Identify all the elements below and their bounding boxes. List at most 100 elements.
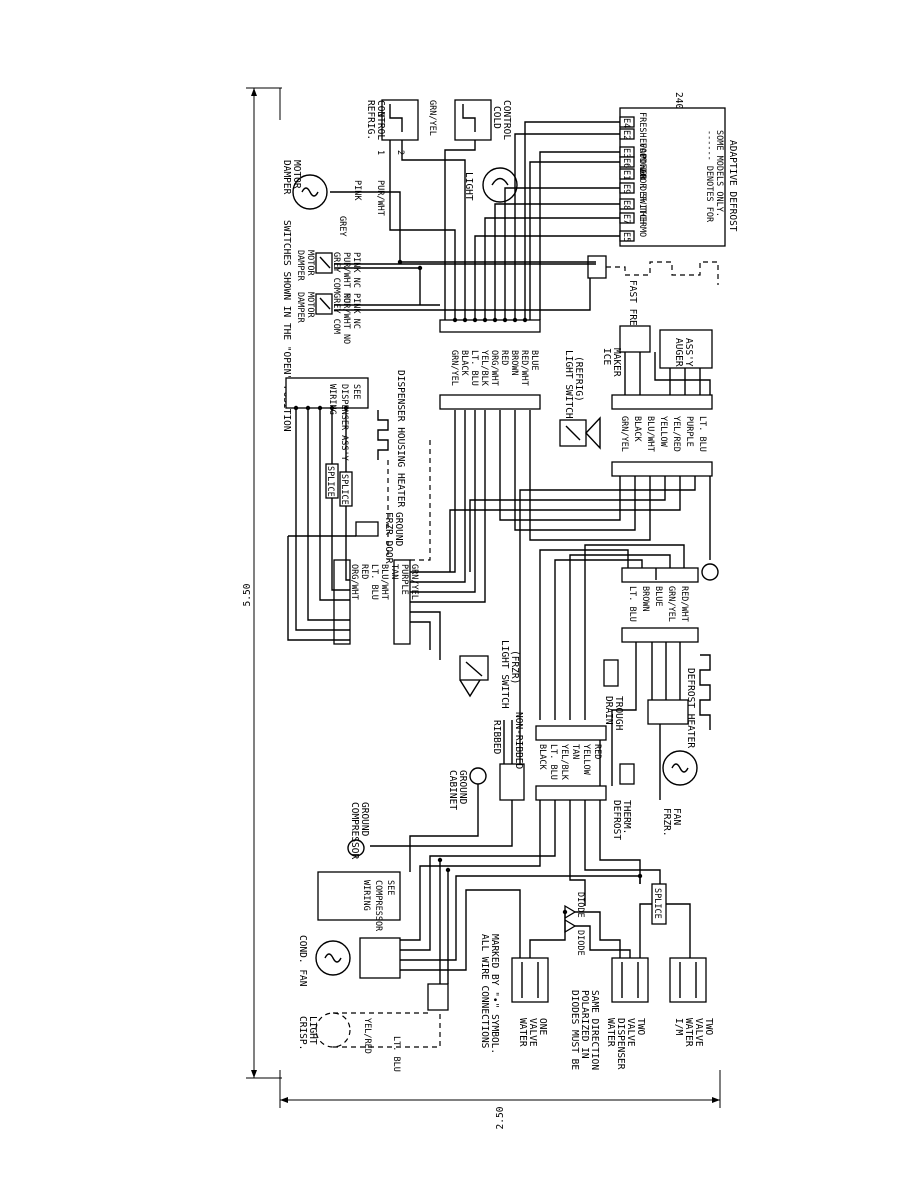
svg-text:PINK NC: PINK NC	[351, 252, 361, 288]
harness-wire-label: GRN/YEL	[666, 586, 676, 622]
harness-wire-label: GRN/YEL	[619, 416, 629, 452]
see-dispenser-1: SEE	[351, 384, 361, 399]
auger-assembly	[659, 329, 713, 369]
non-ribbed-label: NON-RIBBED	[513, 712, 524, 769]
defrost-connector-upper	[621, 567, 699, 583]
yel-red-wire-label: YEL/RED	[362, 1018, 372, 1054]
svg-text:DISPENSER: DISPENSER	[615, 1018, 626, 1070]
harness-wire-label: LT. BLU	[697, 416, 707, 452]
fast-freeze-switch	[587, 255, 607, 279]
svg-text:TWO: TWO	[635, 1018, 646, 1035]
note-diodes-1: DIODES MUST BE	[569, 990, 580, 1070]
harness-wire-label: BLU/WHT	[379, 564, 389, 600]
harness-wire-label: RED	[359, 564, 369, 579]
cold-control	[454, 99, 492, 141]
harness-wire-label: TAN	[389, 564, 399, 579]
note-diodes-3: SAME DIRECTION	[589, 990, 600, 1070]
note-denotes-2: SOME MODELS ONLY.	[714, 130, 724, 217]
diode-label-1: DIODE	[575, 892, 585, 918]
harness-wire-label: LT. BLU	[548, 744, 558, 780]
auger-label-1: AUGER	[673, 338, 684, 367]
compressor-ground-label-2: GROUND	[359, 802, 370, 837]
control-terminal-label: DOOR SWITCH	[637, 168, 647, 224]
frzr-door-ground-label-1: FRZR DOOR	[383, 512, 394, 564]
svg-text:GREY COM: GREY COM	[331, 293, 341, 334]
refrig-control-label-2: CONTROL	[375, 100, 386, 140]
drain-trough-label-2: TROUGH	[613, 696, 624, 731]
damper-motor	[292, 174, 328, 210]
dimension-width: 2.50	[495, 1106, 506, 1129]
control-terminal-code: E6	[621, 158, 631, 168]
harness-wire-label: BLUE	[653, 586, 663, 606]
svg-text:PUR/WHT NO: PUR/WHT NO	[341, 252, 351, 303]
cabinet-ground-label-1: CABINET	[447, 770, 458, 810]
control-terminal-code: E4	[621, 118, 631, 128]
grey-wire-label: GREY	[337, 216, 347, 236]
crisp-light-bulb	[315, 1012, 351, 1048]
dispenser-heater	[377, 410, 389, 460]
harness-wire-label: PURPLE	[684, 416, 694, 447]
control-terminal-code: E2	[621, 130, 631, 140]
frzr-fan-housing	[647, 699, 689, 725]
splice-2-label: SPLICE	[339, 474, 349, 505]
harness-wire-label: BROWN	[640, 586, 650, 612]
dimension-lines	[246, 87, 721, 1108]
damper-switch-1: GREY COM PUR/WHT NO PINK NC DAMPER MOTOR	[295, 250, 361, 303]
cold-control-label-1: COLD	[491, 106, 502, 129]
ice-wires	[449, 352, 719, 720]
water-dispenser-valve: WATER DISPENSER VALVE TWO	[605, 957, 649, 1070]
cond-fan-connector	[359, 937, 401, 979]
frzr-fan-label-2: FAN	[671, 808, 682, 825]
splice-lower-label: SPLICE	[652, 888, 662, 919]
lt-blu-wire-label: LT. BLU	[391, 1036, 401, 1072]
svg-text:GREY COM: GREY COM	[331, 252, 341, 293]
note-switches-open: SWITCHES SHOWN IN THE "OPEN" POSITION	[281, 220, 292, 432]
harness-wire-label: BLACK	[632, 416, 642, 442]
harness-wire-label: YEL/BLK	[479, 350, 489, 387]
im-water-valve: I/M WATER VALVE TWO	[669, 957, 714, 1047]
control-terminal-code: E5	[621, 232, 631, 242]
harness-wire-label: BLU/WHT	[645, 416, 655, 452]
control-terminal-label: POWER	[637, 154, 647, 180]
svg-text:VALVE: VALVE	[693, 1018, 704, 1047]
harness-wire-label: BLACK	[459, 350, 469, 376]
svg-text:MOTOR: MOTOR	[305, 250, 315, 276]
harness-wire-label: YELLOW	[658, 416, 668, 448]
harness-wire-label: RED	[592, 744, 602, 759]
dispenser-connector-left	[333, 559, 351, 645]
water-valve-one: WATER VALVE ONE	[511, 957, 549, 1047]
harness-wire-label: BLUE	[529, 350, 539, 370]
see-compressor-box	[317, 871, 401, 921]
frzr-fan-label-1: FRZR.	[661, 808, 672, 837]
crisp-light-connector	[427, 983, 449, 1011]
control-terminal-code: E8	[621, 200, 631, 210]
note-denotes-1: ------ DENOTES FOR	[704, 130, 714, 223]
diode-2	[564, 918, 577, 934]
pin-3-label: 3	[375, 112, 385, 117]
light-switch-frzr-label-2: (FRZR)	[509, 650, 520, 684]
light-switch-refrig-label-2: (REFRIG)	[573, 356, 584, 402]
svg-text:I/M: I/M	[673, 1018, 684, 1035]
defrost-heater	[699, 654, 711, 730]
pink-wire-label: PINK	[352, 180, 362, 201]
harness-wire-label: YELLOW	[581, 744, 591, 776]
damper-motor-label-2: MOTOR	[291, 160, 302, 189]
svg-text:DAMPER: DAMPER	[295, 292, 305, 324]
control-terminal-label: EVAP FAN	[637, 138, 647, 179]
harness-wire-label: YEL/BLK	[559, 744, 569, 781]
ribbed-label: RIBBED	[491, 720, 502, 755]
harness-wire-label: RED/WHT	[679, 586, 689, 622]
pin-2-label: 2	[395, 150, 405, 155]
svg-text:TWO: TWO	[703, 1018, 714, 1035]
ice-connector-upper	[611, 394, 713, 410]
svg-text:DAMPER: DAMPER	[295, 250, 305, 282]
cond-fan-label: COND. FAN	[297, 935, 308, 987]
harness-wire-label: ORG/WHT	[489, 350, 499, 386]
main-connector-upper	[439, 394, 541, 410]
see-dispenser-2: DISPENSER ASS'Y	[339, 384, 349, 461]
auger-label-2: ASS'Y	[683, 338, 694, 367]
